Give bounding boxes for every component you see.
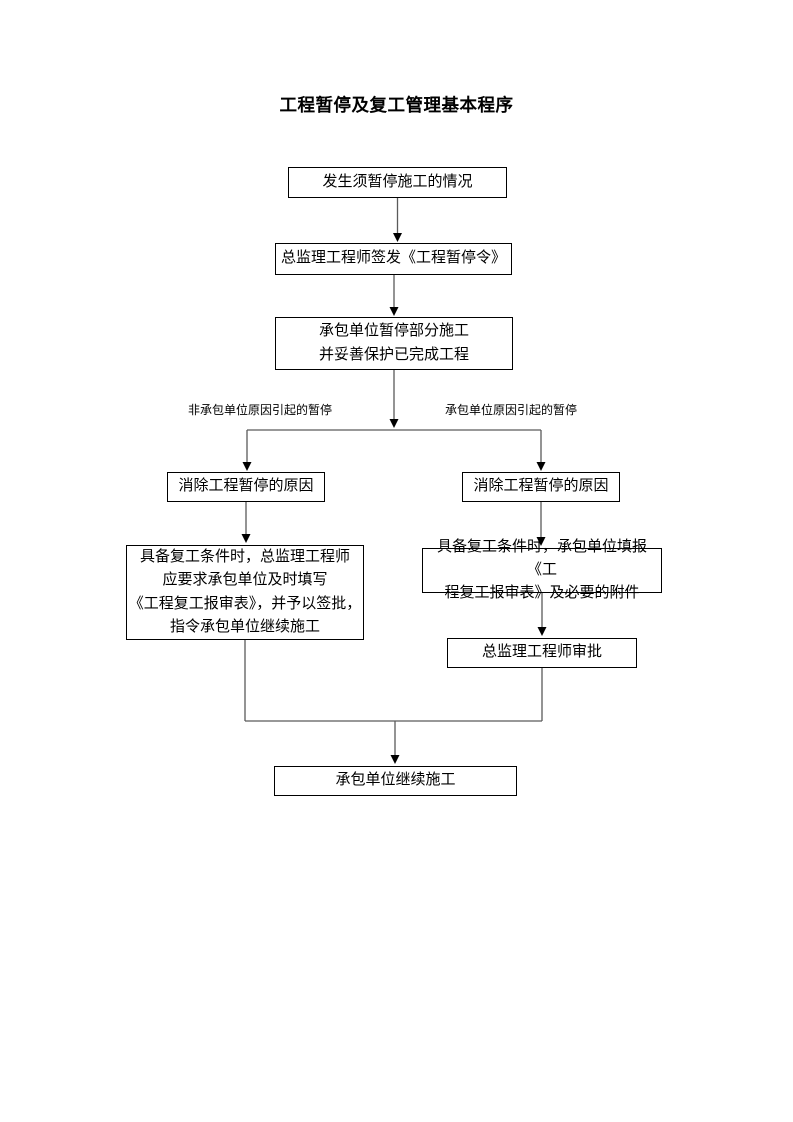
flow-node-supervisor-approves: 总监理工程师审批 <box>447 638 637 668</box>
connector-order-to-suspend <box>389 275 399 316</box>
connector-branch-to-left <box>242 430 252 471</box>
branch-label-contractor-cause: 承包单位原因引起的暂停 <box>445 403 578 417</box>
flow-node-contractor-suspends: 承包单位暂停部分施工 并妥善保护已完成工程 <box>275 317 513 370</box>
page-title: 工程暂停及复工管理基本程序 <box>279 95 514 115</box>
connector-merge-to-final <box>390 721 400 764</box>
connector-left-remove-to-require <box>241 502 251 543</box>
connector-suspend-to-branch <box>389 370 399 428</box>
flow-node-supervisor-requires-resumption: 具备复工条件时，总监理工程师 应要求承包单位及时填写 《工程复工报审表》，并予以… <box>126 545 364 640</box>
flow-node-contractor-resumes: 承包单位继续施工 <box>274 766 517 796</box>
flow-node-suspension-situation: 发生须暂停施工的情况 <box>288 167 507 198</box>
flow-node-contractor-submits-form: 具备复工条件时，承包单位填报《工 程复工报审表》及必要的附件 <box>422 539 662 601</box>
flow-node-issue-suspension-order: 总监理工程师签发《工程暂停令》 <box>275 243 512 275</box>
connector-start-to-order <box>393 198 402 242</box>
flow-node-remove-cause-right: 消除工程暂停的原因 <box>462 472 620 502</box>
flow-node-remove-cause-left: 消除工程暂停的原因 <box>167 472 325 502</box>
connector-submit-to-approve <box>537 593 547 636</box>
branch-label-non-contractor-cause: 非承包单位原因引起的暂停 <box>188 403 333 417</box>
connector-right-remove-to-submit <box>536 502 546 546</box>
connector-branch-to-right <box>536 430 546 471</box>
